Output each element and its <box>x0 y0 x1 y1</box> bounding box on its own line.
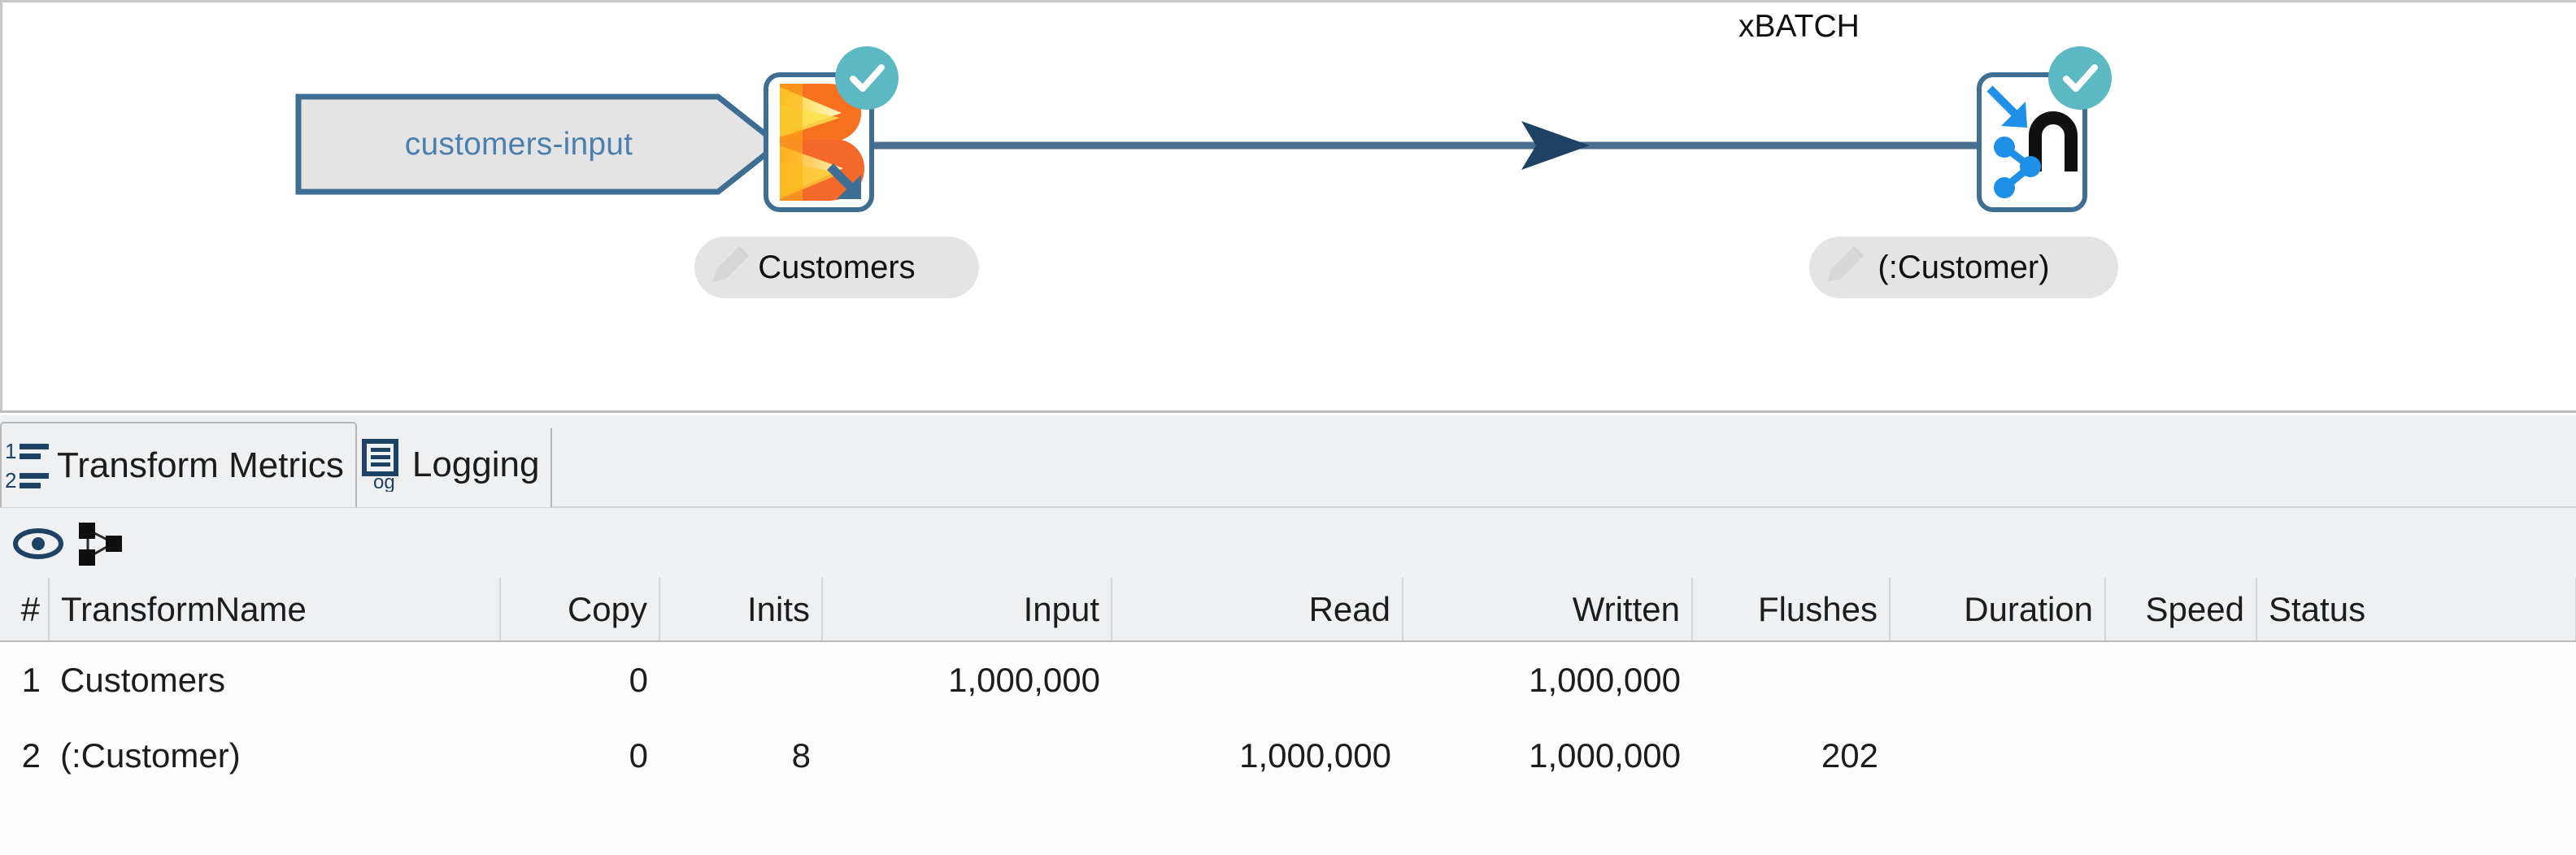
table-row[interactable]: 2 (:Customer) 0 8 1,000,000 1,000,000 20… <box>0 718 2576 794</box>
cell-duration <box>1890 718 2105 794</box>
cell-input: 1,000,000 <box>822 641 1112 718</box>
cell-num: 1 <box>0 641 49 718</box>
col-header-input[interactable]: Input <box>822 578 1112 642</box>
pipeline-connector[interactable] <box>871 108 1985 183</box>
cell-num: 2 <box>0 718 49 794</box>
col-header-written[interactable]: Written <box>1403 578 1693 642</box>
node-label-neo4j-output[interactable]: (:Customer) <box>1809 237 2118 298</box>
cell-speed <box>2105 641 2256 718</box>
log-document-icon: og <box>360 438 407 493</box>
neo4j-output-icon <box>1982 77 2082 207</box>
numbered-list-icon: 1 2 <box>5 439 52 493</box>
tab-label: Logging <box>411 444 540 484</box>
hop-transform-icon <box>768 77 869 207</box>
cell-read <box>1112 641 1403 718</box>
success-check-icon <box>2048 46 2112 110</box>
edit-pencil-icon <box>706 241 755 290</box>
success-check-icon <box>835 46 899 110</box>
tab-strip-underline <box>0 506 2576 508</box>
node-label-text: Customers <box>758 249 916 285</box>
table-row[interactable]: 1 Customers 0 1,000,000 1,000,000 <box>0 641 2576 718</box>
cell-written: 1,000,000 <box>1403 718 1692 794</box>
hop-chevron-shape <box>295 93 781 195</box>
transform-metrics-table[interactable]: # TransformName Copy Inits Input Read Wr… <box>0 578 2576 855</box>
node-annotation-xbatch: xBATCH <box>1738 9 1860 44</box>
cell-name: Customers <box>49 641 500 718</box>
col-header-duration[interactable]: Duration <box>1890 578 2106 642</box>
svg-text:2: 2 <box>5 468 16 493</box>
cell-status <box>2256 641 2576 718</box>
cell-flushes: 202 <box>1692 718 1890 794</box>
tab-strip: 1 2 Transform Metrics <box>0 422 2576 507</box>
cell-written: 1,000,000 <box>1403 641 1692 718</box>
col-header-num[interactable]: # <box>0 578 50 642</box>
hop-label: customers-input <box>404 126 633 162</box>
tab-separator <box>550 428 553 507</box>
col-header-inits[interactable]: Inits <box>659 578 823 642</box>
tab-transform-metrics[interactable]: 1 2 Transform Metrics <box>0 422 357 507</box>
col-header-status[interactable]: Status <box>2256 578 2576 642</box>
connector-line <box>871 121 1985 170</box>
col-header-copy[interactable]: Copy <box>500 578 660 642</box>
cell-flushes <box>1692 641 1890 718</box>
cell-speed <box>2105 718 2256 794</box>
preview-eye-icon[interactable] <box>13 519 63 569</box>
pipeline-canvas[interactable]: customers-input <box>0 0 2576 413</box>
results-panel: 1 2 Transform Metrics <box>0 415 2576 855</box>
col-header-speed[interactable]: Speed <box>2105 578 2257 642</box>
cell-read: 1,000,000 <box>1112 718 1403 794</box>
metrics-toolbar <box>0 514 2576 573</box>
cell-inits: 8 <box>659 718 822 794</box>
cell-input <box>822 718 1112 794</box>
node-label-text: (:Customer) <box>1878 249 2050 285</box>
col-header-flushes[interactable]: Flushes <box>1692 578 1891 642</box>
tab-logging[interactable]: og Logging <box>356 422 551 507</box>
cell-status <box>2256 718 2576 794</box>
node-label-customers[interactable]: Customers <box>694 237 979 298</box>
edit-pencil-icon <box>1821 241 1869 290</box>
cell-duration <box>1890 641 2105 718</box>
cell-inits <box>659 641 822 718</box>
transform-node-neo4j-output[interactable] <box>1977 46 2112 212</box>
col-header-name[interactable]: TransformName <box>49 578 501 642</box>
svg-text:og: og <box>373 471 395 492</box>
hop-customers-input[interactable]: customers-input <box>295 93 781 195</box>
transform-node-customers[interactable] <box>764 46 899 212</box>
cell-copy: 0 <box>500 641 659 718</box>
pipeline-graph-icon[interactable] <box>75 519 125 569</box>
table-header-row: # TransformName Copy Inits Input Read Wr… <box>0 578 2576 642</box>
cell-name: (:Customer) <box>49 718 500 794</box>
col-header-read[interactable]: Read <box>1112 578 1403 642</box>
cell-copy: 0 <box>500 718 659 794</box>
tab-label: Transform Metrics <box>57 445 344 485</box>
canvas-divider <box>0 410 2576 413</box>
svg-text:1: 1 <box>5 439 16 463</box>
arrow-right-icon <box>1521 121 1590 170</box>
